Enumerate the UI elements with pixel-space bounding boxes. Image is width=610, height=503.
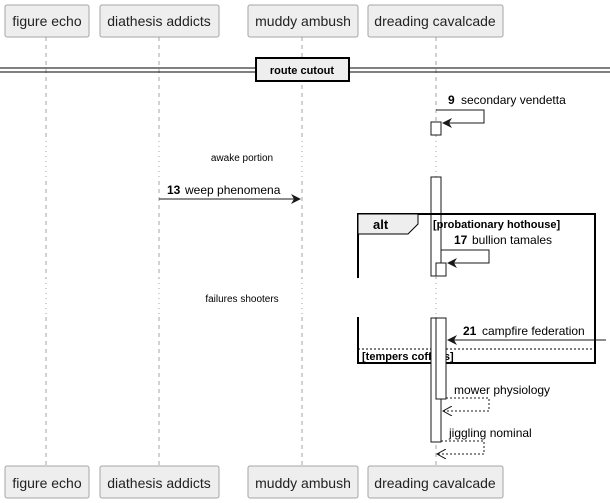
participant-label: figure echo (12, 475, 81, 491)
participant-label: diathesis addicts (107, 13, 211, 29)
participant-diathesis-addicts-bottom: diathesis addicts (99, 465, 220, 499)
participant-figure-echo-top: figure echo (4, 4, 90, 38)
participant-label: dreading cavalcade (374, 13, 496, 29)
participant-figure-echo-bottom: figure echo (4, 465, 90, 499)
message-label: secondary vendetta (461, 93, 566, 107)
message-9: 9 secondary vendetta (436, 93, 566, 128)
message-text: 13 (167, 183, 181, 197)
alt-guard-1: [probationary hothouse] (433, 219, 560, 231)
activation-bar (430, 121, 442, 136)
participant-dreading-cavalcade-bottom: dreading cavalcade (367, 465, 504, 499)
return-jiggling-nominal: jiggling nominal (437, 426, 532, 454)
message-label: weep phenomena (184, 183, 281, 197)
message-13: 13 weep phenomena (159, 183, 301, 204)
activation-bar (435, 262, 447, 277)
message-text: 9 (448, 93, 455, 107)
message-text: 21 (463, 324, 477, 338)
participant-label: muddy ambush (255, 475, 351, 491)
participant-muddy-ambush-bottom: muddy ambush (247, 465, 359, 499)
delay-awake-portion: awake portion (40, 136, 450, 176)
participant-diathesis-addicts-top: diathesis addicts (99, 4, 220, 38)
participant-label: dreading cavalcade (374, 475, 496, 491)
participant-label: figure echo (12, 13, 81, 29)
activation-bar (435, 317, 447, 400)
message-label: mower physiology (454, 383, 550, 397)
message-21: 21 campfire federation (447, 324, 606, 345)
divider-route-cutout: route cutout (0, 57, 610, 82)
message-label: jiggling nominal (448, 426, 532, 440)
participant-dreading-cavalcade-top: dreading cavalcade (367, 4, 504, 38)
participant-label: diathesis addicts (107, 475, 211, 491)
delay-label: failures shooters (205, 294, 278, 305)
divider-label: route cutout (270, 65, 334, 77)
message-label: campfire federation (482, 324, 585, 338)
message-text: 17 (454, 233, 468, 247)
message-17: 17 bullion tamales (441, 233, 552, 268)
participant-muddy-ambush-top: muddy ambush (247, 4, 359, 38)
alt-keyword: alt (373, 217, 389, 232)
delay-label: awake portion (211, 153, 273, 164)
message-label: bullion tamales (472, 233, 552, 247)
return-mower-physiology: mower physiology (443, 383, 550, 411)
delay-failures-shooters: failures shooters (40, 278, 452, 318)
participant-label: muddy ambush (255, 13, 351, 29)
